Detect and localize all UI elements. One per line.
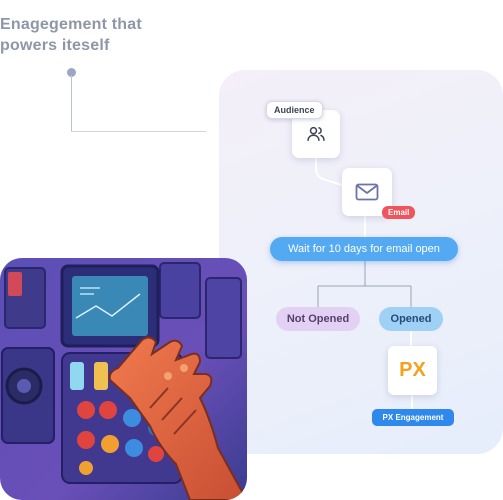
workflow-card [219,70,503,454]
connector-line-vertical [71,75,72,132]
envelope-icon [355,183,379,201]
px-engagement-node[interactable]: PX [388,346,437,395]
connector-line-horizontal [71,131,206,132]
px-engagement-label: PX Engagement [372,409,454,426]
not-opened-branch[interactable]: Not Opened [276,307,360,331]
wait-condition-pill[interactable]: Wait for 10 days for email open [270,237,458,261]
connector-dot [67,68,76,77]
users-icon [307,126,325,141]
audience-tag: Audience [266,101,323,119]
opened-branch[interactable]: Opened [379,307,443,331]
px-logo: PX [399,359,426,381]
email-tag: Email [382,206,416,219]
robot-hand-illustration [0,258,247,500]
headline: Enagegement that powers iteself [0,16,142,54]
